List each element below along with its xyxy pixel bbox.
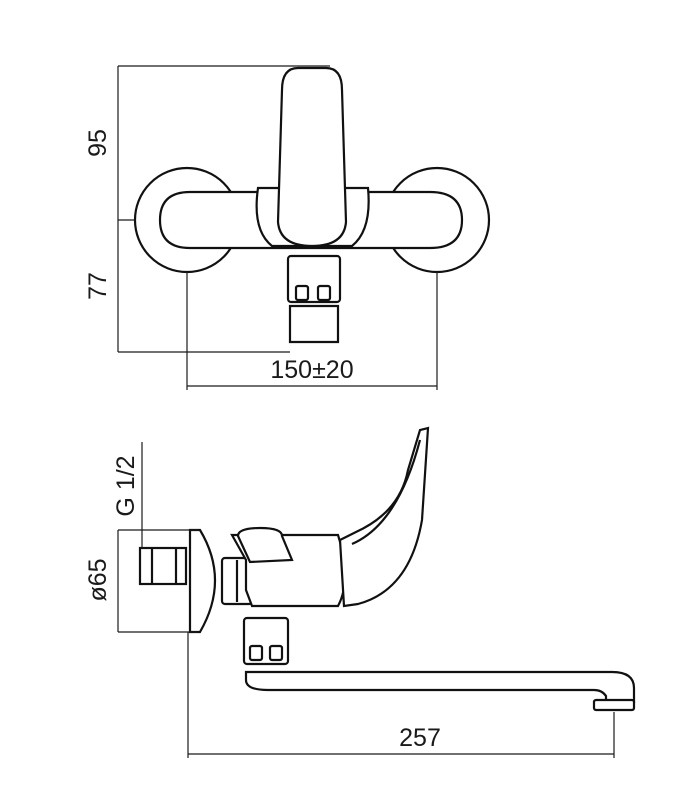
aerator-front (286, 254, 342, 344)
dimension-rosette-diameter: ø65 (84, 558, 112, 601)
spout-connector (242, 616, 290, 666)
spout (244, 670, 636, 704)
dimension-bottom-height: 77 (84, 272, 112, 300)
inlet-fitting (138, 546, 188, 586)
front-view: 95 77 150±20 (84, 65, 491, 390)
dimension-thread: G 1/2 (112, 455, 140, 516)
dimension-top-height: 95 (84, 129, 112, 157)
body-cap (236, 526, 294, 564)
lever-handle (276, 66, 348, 248)
lever-side (338, 426, 430, 608)
spout-aerator (592, 698, 636, 712)
connector-nut (220, 556, 254, 606)
dimension-spout-reach: 257 (399, 724, 441, 752)
wall-rosette (188, 528, 216, 634)
side-view: ø65 G 1/2 257 (84, 426, 636, 758)
dimension-center-distance: 150±20 (270, 356, 353, 384)
